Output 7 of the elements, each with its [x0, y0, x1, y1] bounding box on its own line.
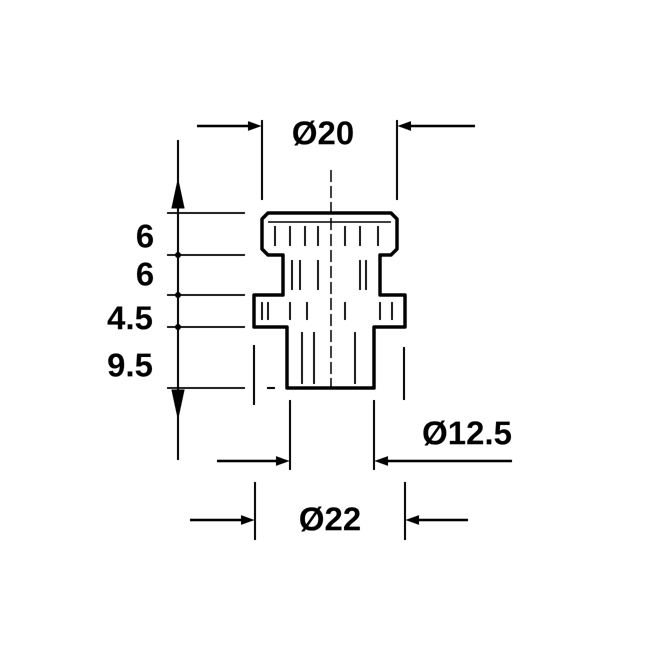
dimension-label: 6 — [137, 262, 153, 286]
dimension-label: 4.5 — [108, 306, 152, 330]
dimension-label: Ø20 — [293, 120, 353, 146]
dimension-label: 9.5 — [108, 353, 152, 377]
dimension-label: 6 — [137, 224, 153, 248]
dimension-label: Ø22 — [300, 506, 360, 532]
dimension-label: Ø12.5 — [423, 420, 512, 446]
